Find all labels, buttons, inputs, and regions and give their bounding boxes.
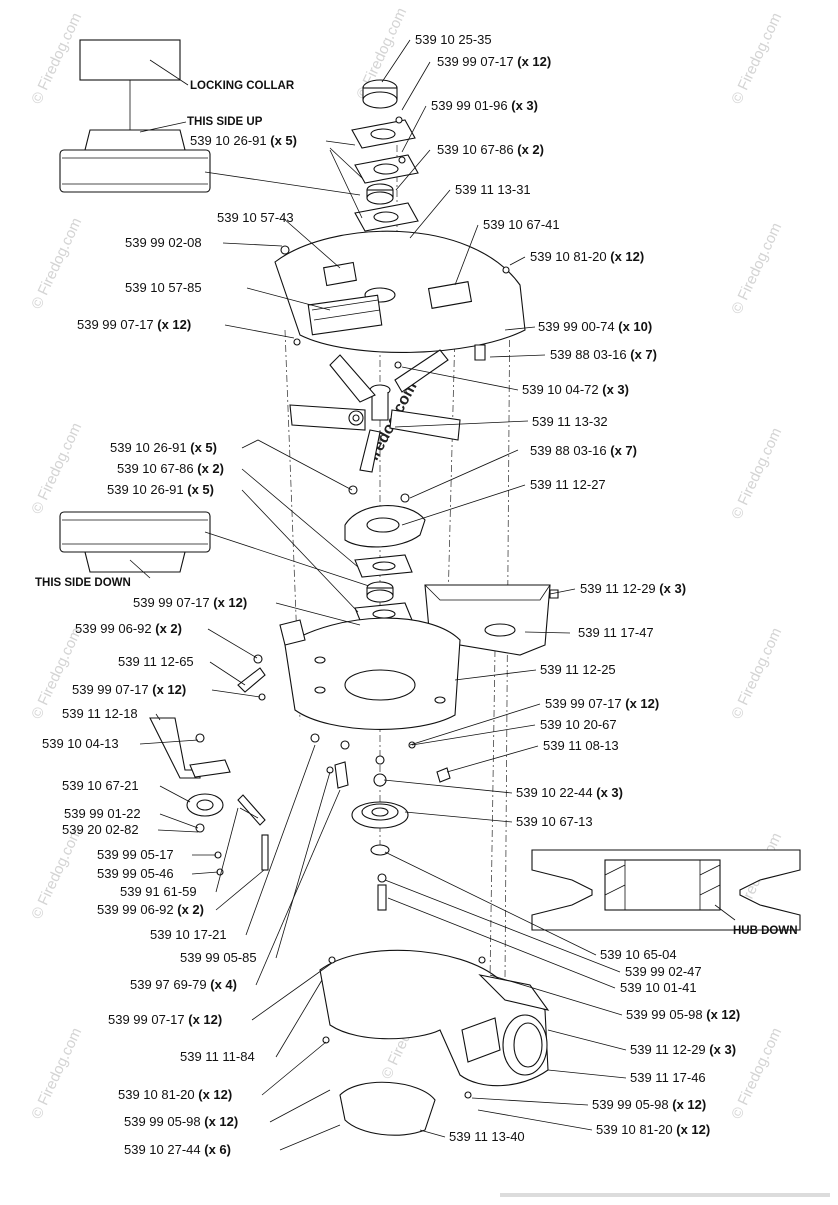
callout-24: 539 99 06-92 (x 2)	[75, 621, 182, 636]
callout-56: 539 10 81-20 (x 12)	[596, 1122, 710, 1137]
callout-41: 539 99 06-92 (x 2)	[97, 902, 204, 917]
callout-55: 539 99 05-98 (x 12)	[124, 1114, 238, 1129]
this-side-down-detail: THIS SIDE DOWN	[35, 511, 376, 589]
callout-39: 539 99 05-46	[97, 866, 174, 881]
callout-11: 539 99 07-17 (x 12)	[77, 317, 191, 332]
callout-48: 539 99 07-17 (x 12)	[108, 1012, 222, 1027]
fan-impeller	[289, 349, 461, 473]
callout-53: 539 10 81-20 (x 12)	[118, 1087, 232, 1102]
caption-this-side-up: THIS SIDE UP	[187, 116, 263, 128]
bottom-strip	[500, 1193, 830, 1197]
caption-hub-down: HUB DOWN	[733, 925, 798, 937]
callout-44: 539 10 65-04	[600, 947, 677, 962]
callout-34: 539 10 22-44 (x 3)	[516, 785, 623, 800]
callout-6: 539 10 57-43	[217, 210, 294, 225]
callout-57: 539 10 27-44 (x 6)	[124, 1142, 231, 1157]
callout-10: 539 10 57-85	[125, 280, 202, 295]
callout-19: 539 10 26-91 (x 5)	[107, 482, 214, 497]
callout-labels: 539 10 25-35 539 99 07-17 (x 12) 539 99 …	[42, 32, 740, 1157]
callout-35: 539 99 01-22	[64, 806, 141, 821]
callout-15: 539 11 13-32	[532, 414, 608, 429]
collar-flange-bottom	[84, 551, 186, 573]
callout-37: 539 20 02-82	[62, 822, 139, 837]
bearing-stack-top	[351, 79, 419, 232]
watermark-text: © Firedog.com	[728, 1025, 785, 1122]
callout-45: 539 99 02-47	[625, 964, 702, 979]
collar-block-top	[79, 39, 181, 81]
middle-flange-plate	[344, 485, 426, 630]
watermark-text: © Firedog.com	[728, 220, 785, 317]
caption-locking-collar: LOCKING COLLAR	[190, 80, 295, 92]
hub-down-section: HUB DOWN	[531, 849, 801, 937]
callout-3: 539 10 26-91 (x 5)	[190, 133, 297, 148]
callout-8: 539 99 02-08	[125, 235, 202, 250]
callout-4: 539 10 67-86 (x 2)	[437, 142, 544, 157]
callout-23: 539 11 17-47	[578, 625, 654, 640]
callout-16: 539 10 26-91 (x 5)	[110, 440, 217, 455]
callout-32: 539 11 08-13	[543, 738, 619, 753]
callout-54: 539 99 05-98 (x 12)	[592, 1097, 706, 1112]
watermark-text: © Firedog.com	[728, 625, 785, 722]
callout-22: 539 99 07-17 (x 12)	[133, 595, 247, 610]
watermark-text: © Firedog.com	[28, 825, 85, 922]
collar-flange-top	[84, 129, 186, 151]
callout-28: 539 99 07-17 (x 12)	[545, 696, 659, 711]
callout-14: 539 10 04-72 (x 3)	[522, 382, 629, 397]
watermark-text: © Firedog.com	[28, 215, 85, 312]
callout-27: 539 99 07-17 (x 12)	[72, 682, 186, 697]
callout-12: 539 99 00-74 (x 10)	[538, 319, 652, 334]
watermark-text: © Firedog.com	[728, 10, 785, 107]
caption-this-side-down: THIS SIDE DOWN	[35, 577, 131, 589]
callout-13: 539 88 03-16 (x 7)	[550, 347, 657, 362]
top-cover-plate	[274, 230, 526, 361]
discharge-chute	[319, 949, 550, 1136]
callout-51: 539 11 11-84	[180, 1049, 255, 1064]
callout-18: 539 10 67-86 (x 2)	[117, 461, 224, 476]
callout-7: 539 10 67-41	[483, 217, 560, 232]
watermark-text: © Firedog.com	[28, 10, 85, 107]
locking-collar-detail: LOCKING COLLAR THIS SIDE UP	[59, 39, 361, 196]
callout-29: 539 11 12-18	[62, 706, 138, 721]
callout-42: 539 10 17-21	[150, 927, 227, 942]
callout-36: 539 10 67-13	[516, 814, 593, 829]
callout-21: 539 11 12-29 (x 3)	[580, 581, 686, 596]
watermark-text: © Firedog.com	[28, 420, 85, 517]
callout-2: 539 99 01-96 (x 3)	[431, 98, 538, 113]
callout-33: 539 10 67-21	[62, 778, 139, 793]
callout-26: 539 11 12-25	[540, 662, 616, 677]
collar-pulley-bottom	[59, 511, 211, 553]
watermark-text: © Firedog.com	[728, 425, 785, 522]
callout-38: 539 99 05-17	[97, 847, 174, 862]
callout-43: 539 99 05-85	[180, 950, 257, 965]
callout-17: 539 88 03-16 (x 7)	[530, 443, 637, 458]
callout-40: 539 91 61-59	[120, 884, 197, 899]
callout-0: 539 10 25-35	[415, 32, 492, 47]
leader-lines	[139, 39, 627, 1151]
callout-58: 539 11 13-40	[449, 1129, 525, 1144]
callout-52: 539 11 17-46	[630, 1070, 706, 1085]
callout-46: 539 97 69-79 (x 4)	[130, 977, 237, 992]
callout-50: 539 11 12-29 (x 3)	[630, 1042, 736, 1057]
callout-49: 539 99 05-98 (x 12)	[626, 1007, 740, 1022]
main-pulley	[351, 801, 409, 911]
callout-47: 539 10 01-41	[620, 980, 697, 995]
lower-housing	[279, 617, 461, 730]
callout-30: 539 10 20-67	[540, 717, 617, 732]
callout-9: 539 10 81-20 (x 12)	[530, 249, 644, 264]
callout-20: 539 11 12-27	[530, 477, 606, 492]
callout-25: 539 11 12-65	[118, 654, 194, 669]
callout-1: 539 99 07-17 (x 12)	[437, 54, 551, 69]
callout-5: 539 11 13-31	[455, 182, 531, 197]
watermark-text: © Firedog.com	[28, 1025, 85, 1122]
callout-31: 539 10 04-13	[42, 736, 119, 751]
collar-pulley-top	[59, 149, 211, 193]
